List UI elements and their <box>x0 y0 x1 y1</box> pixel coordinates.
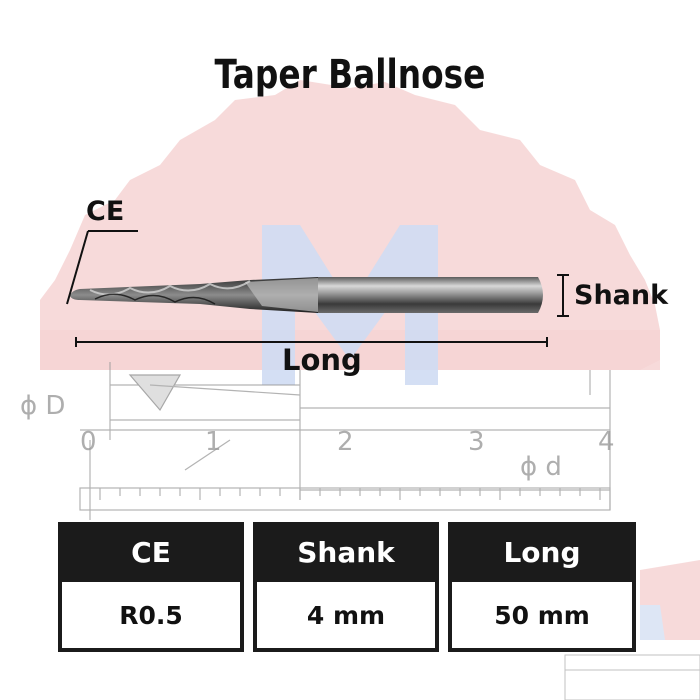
corner-drawing-fragment <box>564 560 700 700</box>
technical-drawing <box>79 362 611 520</box>
long-label: Long <box>282 343 362 377</box>
spec-header-ce: CE <box>58 522 244 582</box>
phi-d-lower-label: ϕ d <box>520 452 562 482</box>
spec-column-shank: Shank 4 mm <box>253 522 439 652</box>
ruler-label-3: 3 <box>468 427 485 457</box>
ruler-label-4: 4 <box>598 427 615 457</box>
ruler-label-0: 0 <box>80 427 97 457</box>
spec-value-ce: R0.5 <box>58 582 244 652</box>
spec-column-long: Long 50 mm <box>448 522 636 652</box>
spec-header-long: Long <box>448 522 636 582</box>
end-mill-tool <box>70 277 543 313</box>
long-dimension-line <box>75 337 548 347</box>
ruler-label-2: 2 <box>337 427 354 457</box>
ruler-ticks <box>99 488 601 500</box>
shank-label: Shank <box>574 280 669 311</box>
spec-table: CE R0.5 Shank 4 mm Long 50 mm <box>58 522 636 652</box>
spec-header-shank: Shank <box>253 522 439 582</box>
shank-dimension-bracket <box>557 274 569 317</box>
ce-label: CE <box>86 196 125 227</box>
spec-column-ce: CE R0.5 <box>58 522 244 652</box>
phi-d-upper-label: ϕ D <box>20 391 65 421</box>
page-title: Taper Ballnose <box>214 52 486 98</box>
ce-leader-line <box>66 230 138 305</box>
spec-value-shank: 4 mm <box>253 582 439 652</box>
ruler-label-1: 1 <box>205 427 222 457</box>
spec-value-long: 50 mm <box>448 582 636 652</box>
